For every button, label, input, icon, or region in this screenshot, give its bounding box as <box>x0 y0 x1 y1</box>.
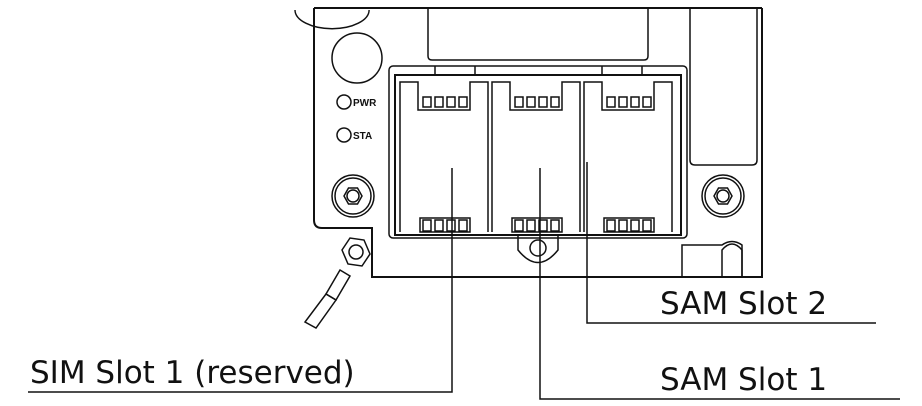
led-pwr: PWR <box>336 94 377 110</box>
contact-pin <box>458 219 468 232</box>
contact-pin <box>642 219 652 232</box>
sim-slot-1[interactable] <box>399 81 489 233</box>
led-sta: STA <box>336 127 372 143</box>
contact-pin <box>422 96 432 108</box>
contact-pin <box>514 219 524 232</box>
contact-pin <box>446 219 456 232</box>
screw-left-icon <box>331 174 375 218</box>
callout-sam-slot-1: SAM Slot 1 <box>539 168 900 400</box>
callout-sim-slot-1: SIM Slot 1 (reserved) <box>28 168 453 393</box>
contact-pin <box>550 96 560 108</box>
contact-pin <box>538 96 548 108</box>
contact-pin <box>446 96 456 108</box>
contact-pin <box>422 219 432 232</box>
led-label: STA <box>353 131 372 142</box>
contact-pin <box>526 219 536 232</box>
contact-pin <box>618 219 628 232</box>
led-indicator-icon <box>336 94 352 110</box>
contact-pin <box>538 219 548 232</box>
contact-pin <box>514 96 524 108</box>
contact-pin <box>434 96 444 108</box>
slot-frame <box>388 65 688 264</box>
callout-label: SAM Slot 2 <box>660 286 827 322</box>
contact-pin <box>606 96 616 108</box>
led-label: PWR <box>353 98 377 109</box>
screw-right-icon <box>701 174 745 218</box>
callout-label: SAM Slot 1 <box>660 362 827 398</box>
contact-pin <box>458 96 468 108</box>
mounting-notch <box>681 240 743 277</box>
contact-pin <box>630 219 640 232</box>
contact-pin <box>606 219 616 232</box>
contact-pin <box>550 219 560 232</box>
top-left-round-port <box>331 32 383 84</box>
sam-slot-2[interactable] <box>583 81 673 233</box>
contact-pin <box>618 96 628 108</box>
contact-pin <box>526 96 536 108</box>
contact-pin <box>630 96 640 108</box>
callout-label: SIM Slot 1 (reserved) <box>30 355 355 391</box>
led-indicator-icon <box>336 127 352 143</box>
sam-slot-1[interactable] <box>491 81 581 233</box>
device-housing <box>294 7 763 278</box>
contact-pin <box>434 219 444 232</box>
ground-lug <box>303 237 371 329</box>
contact-pin <box>642 96 652 108</box>
callout-sam-slot-2: SAM Slot 2 <box>586 162 876 324</box>
